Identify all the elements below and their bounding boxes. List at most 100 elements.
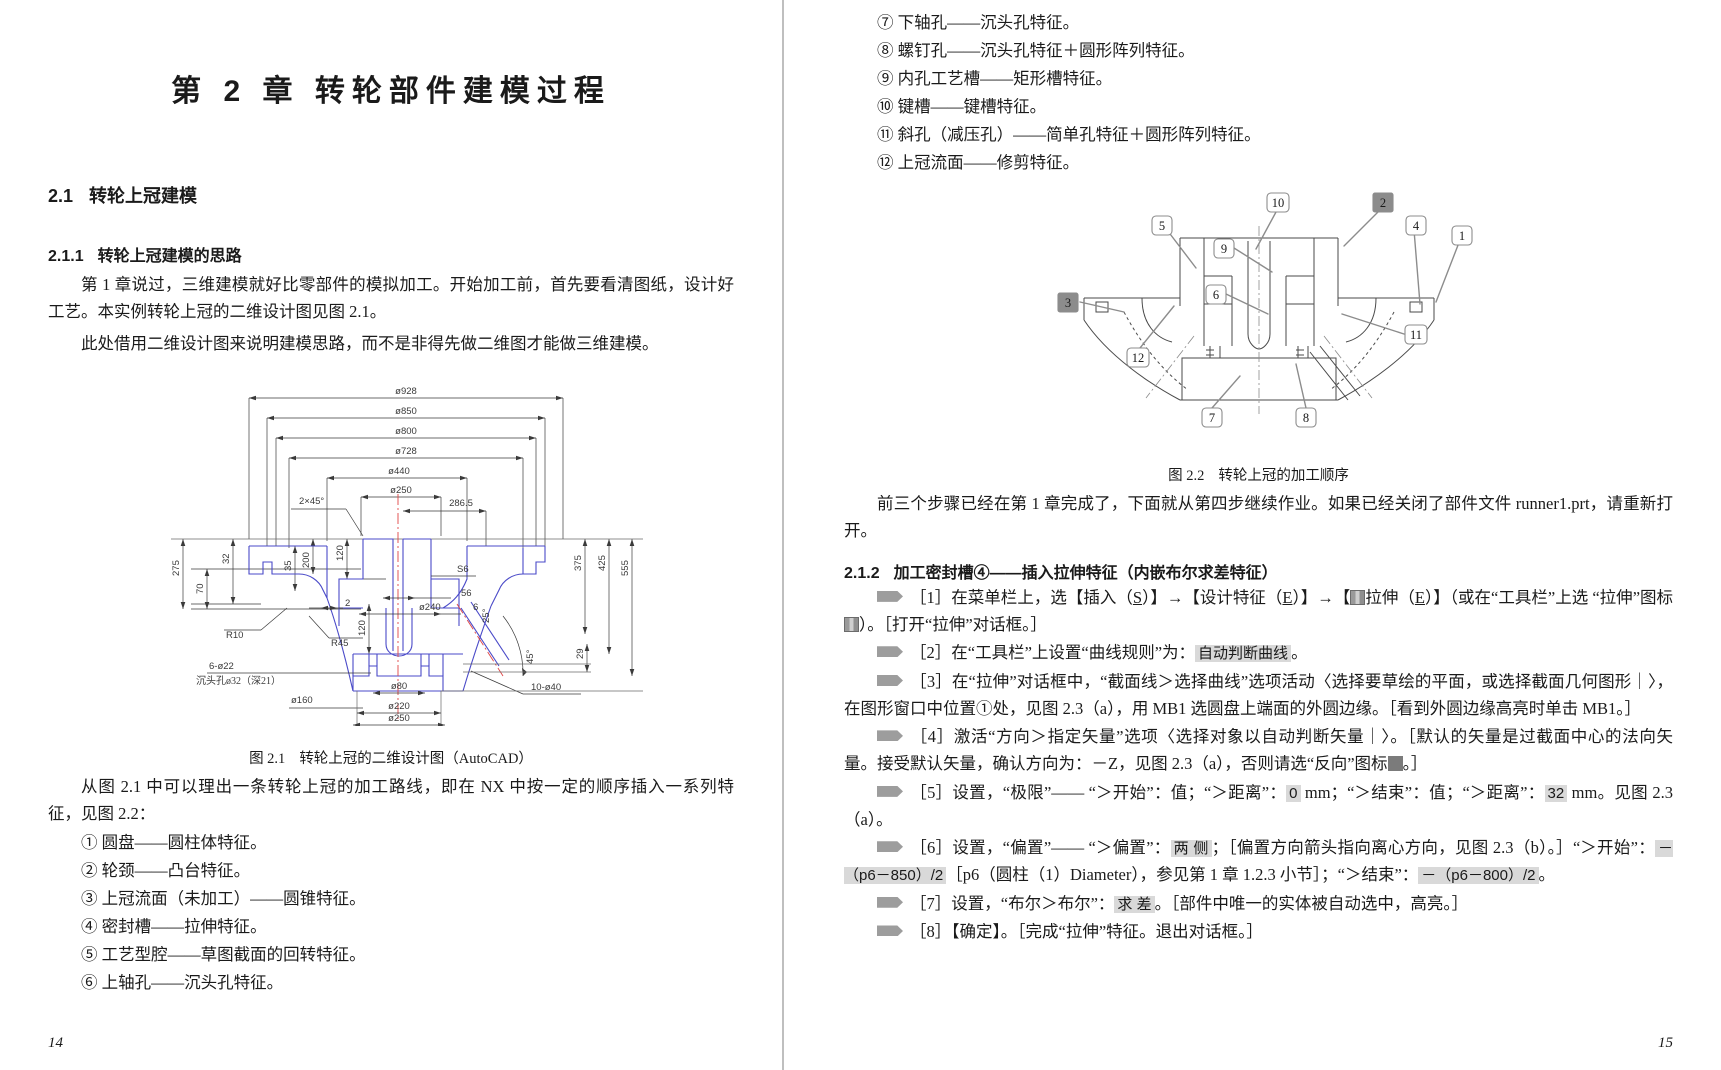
- subsection-title: 加工密封槽④——插入拉伸特征（内嵌布尔求差特征）: [893, 564, 1278, 582]
- section-heading-2-1: 2.1 转轮上冠建模: [48, 182, 734, 208]
- svg-text:ø240: ø240: [419, 602, 441, 613]
- svg-text:ø160: ø160: [291, 695, 313, 706]
- list-item: ⑥ 上轴孔——沉头孔特征。: [81, 972, 284, 992]
- svg-text:ø850: ø850: [395, 406, 417, 417]
- list-item: ⑤ 工艺型腔——草图截面的回转特征。: [81, 944, 366, 964]
- svg-text:6: 6: [1212, 288, 1218, 302]
- svg-text:120: 120: [357, 620, 368, 636]
- callout-5: 5: [1150, 215, 1173, 236]
- subsection-number: 2.1.2: [844, 564, 880, 582]
- svg-text:2: 2: [345, 598, 350, 609]
- extrude-icon: [844, 616, 859, 632]
- paragraph-4: 前三个步骤已经在第 1 章完成了，下面就从第四步继续作业。如果已经关闭了部件文件…: [844, 494, 1673, 541]
- svg-text:120: 120: [335, 545, 346, 561]
- svg-text:275: 275: [171, 560, 182, 576]
- step-text: ［1］在菜单栏上，选【插入（S）】→【设计特征（E）】→【拉伸（E）】（或在“工…: [844, 588, 1673, 634]
- callout-12: 12: [1125, 347, 1150, 368]
- curve-rule-value: 自动判断曲线: [1195, 645, 1292, 663]
- step-text: ［8］【确定】。［完成“拉伸”特征。退出对话框。］: [910, 922, 1263, 942]
- figure-2-2-drawing: 10 2 5 4 1: [1056, 192, 1473, 428]
- subsection-title: 转轮上冠建模的思路: [97, 248, 242, 265]
- svg-text:R10: R10: [226, 630, 243, 641]
- step-bullet-icon: [877, 896, 903, 908]
- section-number: 2.1: [48, 186, 74, 206]
- page-gutter: [782, 0, 784, 1070]
- step-item: ［7］设置，“布尔＞布尔”：求 差。［部件中唯一的实体被自动选中，高亮。］: [844, 891, 1673, 918]
- figure-2-2: 10 2 5 4 1: [844, 186, 1673, 448]
- step-text: ［2］在“工具栏”上设置“曲线规则”为：自动判断曲线。: [910, 643, 1308, 663]
- callout-7: 7: [1200, 407, 1223, 428]
- callout-2: 2: [1371, 192, 1394, 213]
- svg-text:11: 11: [1409, 328, 1421, 342]
- svg-text:6-ø22: 6-ø22: [209, 661, 234, 672]
- svg-text:286.5: 286.5: [449, 498, 473, 509]
- svg-text:6: 6: [473, 602, 478, 613]
- step-item: ［4］激活“方向＞指定矢量”选项〈选择对象以自动判断矢量｜〉。［默认的矢量是过截…: [844, 724, 1673, 777]
- figure-2-2-caption: 图 2.2 转轮上冠的加工顺序: [844, 464, 1673, 485]
- svg-text:ø80: ø80: [391, 681, 407, 692]
- svg-text:ø250: ø250: [390, 485, 412, 496]
- step-bullet-icon: [877, 674, 903, 686]
- step-list: ［1］在菜单栏上，选【插入（S）】→【设计特征（E）】→【拉伸（E）】（或在“工…: [844, 585, 1673, 946]
- paragraph-1: 第 1 章说过，三维建模就好比零部件的模拟加工。开始加工前，首先要看清图纸，设计…: [48, 275, 734, 321]
- step-bullet-icon: [877, 646, 903, 658]
- list-item: ⑩ 键槽——键槽特征。: [877, 97, 1047, 117]
- offset-start-value: －（p6－850）/2: [844, 840, 1674, 884]
- callout-11: 11: [1403, 324, 1428, 345]
- svg-text:8: 8: [1302, 411, 1308, 425]
- step-item: ［5］设置，“极限”—— “＞开始”：值；“＞距离”：0 mm；“＞结束”：值；…: [844, 780, 1673, 833]
- figure-2-1-caption-text: 转轮上冠的二维设计图（AutoCAD）: [299, 751, 533, 768]
- step-bullet-icon: [877, 841, 903, 853]
- section-title: 转轮上冠建模: [89, 186, 198, 206]
- svg-text:2×45°: 2×45°: [299, 496, 324, 507]
- figure-2-2-label: 图 2.2: [1168, 468, 1205, 485]
- step-item: ［2］在“工具栏”上设置“曲线规则”为：自动判断曲线。: [844, 640, 1673, 667]
- callout-4: 4: [1404, 215, 1427, 236]
- svg-text:12: 12: [1131, 351, 1144, 365]
- svg-text:ø220: ø220: [388, 701, 410, 712]
- step-bullet-icon: [877, 590, 903, 602]
- offset-value: 两 侧: [1170, 840, 1212, 858]
- step-item: ［6］设置，“偏置”—— “＞偏置”：两 侧；［偏置方向箭头指向离心方向，见图 …: [844, 835, 1674, 888]
- step-text: ［3］在“拉伸”对话框中，“截面线＞选择曲线”选项活动〈选择要草绘的平面，或选择…: [844, 671, 1673, 718]
- end-distance-value: 32: [1544, 784, 1568, 802]
- callout-3: 3: [1056, 292, 1079, 313]
- svg-text:10-ø40: 10-ø40: [531, 682, 561, 693]
- svg-text:5: 5: [1158, 219, 1164, 233]
- svg-text:555: 555: [620, 560, 631, 576]
- extrude-icon: [1350, 589, 1366, 605]
- svg-text:ø928: ø928: [395, 386, 417, 397]
- svg-text:70: 70: [195, 584, 206, 595]
- boolean-value: 求 差: [1114, 895, 1155, 913]
- step-bullet-icon: [877, 925, 903, 937]
- figure-2-2-caption-text: 转轮上冠的加工顺序: [1218, 468, 1349, 485]
- svg-text:ø440: ø440: [388, 466, 410, 477]
- callout-1: 1: [1450, 225, 1473, 246]
- svg-text:R45: R45: [331, 638, 348, 649]
- paragraph-3: 从图 2.1 中可以理出一条转轮上冠的加工路线，即在 NX 中按一定的顺序插入一…: [48, 777, 734, 823]
- feature-list-right: ⑦ 下轴孔——沉头孔特征。 ⑧ 螺钉孔——沉头孔特征＋圆形阵列特征。 ⑨ 内孔工…: [844, 10, 1673, 176]
- chapter-title: 第 2 章 转轮部件建模过程: [171, 75, 611, 108]
- list-item: ⑪ 斜孔（减压孔）——简单孔特征＋圆形阵列特征。: [877, 125, 1261, 145]
- svg-text:沉头孔ø32（深21）: 沉头孔ø32（深21）: [196, 674, 281, 687]
- svg-text:ø800: ø800: [395, 426, 417, 437]
- svg-text:10: 10: [1271, 196, 1284, 210]
- figure-2-1-drawing: ø928 ø850 ø800 ø728: [171, 386, 643, 727]
- svg-text:1: 1: [1458, 229, 1464, 243]
- svg-text:425: 425: [597, 555, 608, 571]
- svg-text:3: 3: [1064, 296, 1070, 310]
- reverse-direction-icon: [1387, 753, 1432, 774]
- figure-2-1: ø928 ø850 ø800 ø728: [48, 376, 734, 731]
- list-item: ⑦ 下轴孔——沉头孔特征。: [877, 13, 1080, 32]
- list-item: ③ 上冠流面（未加工）——圆锥特征。: [81, 888, 366, 908]
- svg-text:56: 56: [461, 588, 472, 599]
- page-number-right: 15: [1658, 1035, 1673, 1051]
- step-item: ［3］在“拉伸”对话框中，“截面线＞选择曲线”选项活动〈选择要草绘的平面，或选择…: [844, 669, 1673, 722]
- list-item: ⑧ 螺钉孔——沉头孔特征＋圆形阵列特征。: [877, 41, 1195, 61]
- svg-text:375: 375: [573, 555, 584, 571]
- step-text: ［4］激活“方向＞指定矢量”选项〈选择对象以自动判断矢量｜〉。［默认的矢量是过截…: [844, 727, 1673, 774]
- step-item: ［8］【确定】。［完成“拉伸”特征。退出对话框。］: [844, 919, 1673, 946]
